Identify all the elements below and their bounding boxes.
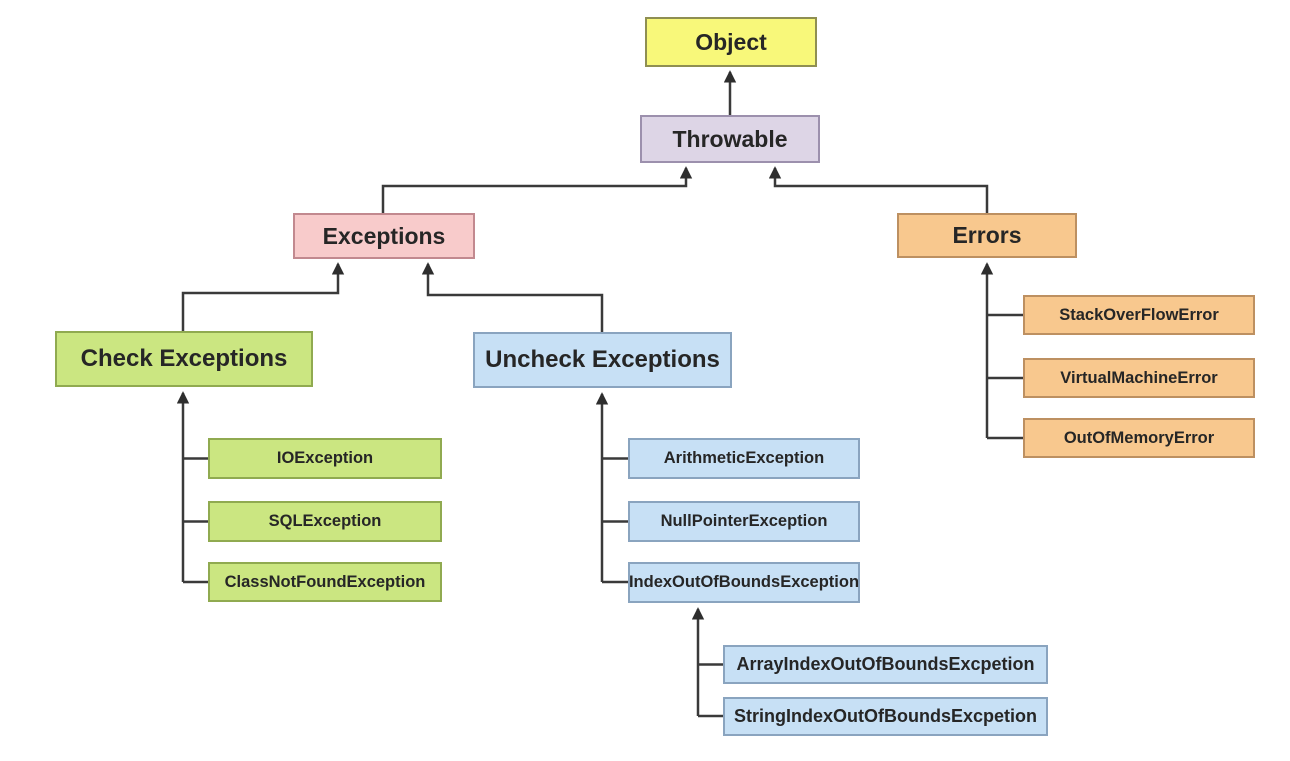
node-object: Object bbox=[645, 17, 817, 67]
node-array-index-out-of-bounds: ArrayIndexOutOfBoundsExcpetion bbox=[723, 645, 1048, 684]
node-errors: Errors bbox=[897, 213, 1077, 258]
node-check-exceptions: Check Exceptions bbox=[55, 331, 313, 387]
node-exceptions: Exceptions bbox=[293, 213, 475, 259]
node-uncheck-exceptions: Uncheck Exceptions bbox=[473, 332, 732, 388]
edge-stubs-check-children bbox=[183, 457, 208, 584]
node-null-pointer-exception: NullPointerException bbox=[628, 501, 860, 542]
node-stack-overflow-error: StackOverFlowError bbox=[1023, 295, 1255, 335]
node-sql-exception: SQLException bbox=[208, 501, 442, 542]
edge-stubs-errors-children bbox=[987, 313, 1023, 440]
node-class-not-found-exception: ClassNotFoundException bbox=[208, 562, 442, 602]
edge-stubs-index-children bbox=[698, 663, 723, 718]
node-arithmetic-exception: ArithmeticException bbox=[628, 438, 860, 479]
edge-exceptions-throwable bbox=[381, 166, 693, 213]
edge-uncheck-exceptions bbox=[421, 262, 604, 332]
edge-errors-throwable bbox=[768, 166, 989, 213]
edge-stubs-uncheck-children bbox=[602, 457, 628, 584]
edge-check-exceptions bbox=[181, 262, 345, 331]
node-virtual-machine-error: VirtualMachineError bbox=[1023, 358, 1255, 398]
node-index-out-of-bounds-exception: IndexOutOfBoundsException bbox=[628, 562, 860, 603]
node-io-exception: IOException bbox=[208, 438, 442, 479]
node-out-of-memory-error: OutOfMemoryError bbox=[1023, 418, 1255, 458]
node-string-index-out-of-bounds: StringIndexOutOfBoundsExcpetion bbox=[723, 697, 1048, 736]
node-throwable: Throwable bbox=[640, 115, 820, 163]
